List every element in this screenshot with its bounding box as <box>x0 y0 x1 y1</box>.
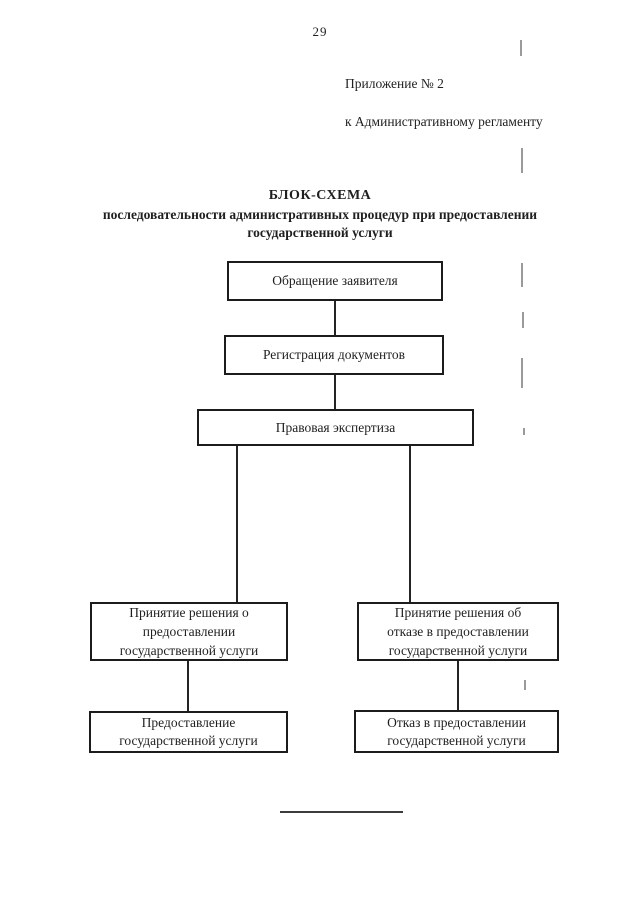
connector-expertise-to-decision-grant <box>236 446 238 602</box>
flow-node-legal-expertise: Правовая экспертиза <box>197 409 474 446</box>
flow-node-applicant-appeal: Обращение заявителя <box>227 261 443 301</box>
appendix-label: Приложение № 2 <box>345 76 444 91</box>
document-title: БЛОК-СХЕМА последовательности администра… <box>0 188 640 242</box>
connector-appeal-to-registration <box>334 301 336 335</box>
scan-artifact <box>522 312 524 328</box>
flow-node-label: Регистрация документов <box>262 347 406 362</box>
flow-node-label: Отказ в предоставлении государственной у… <box>387 714 526 748</box>
connector-registration-to-expertise <box>334 375 336 409</box>
scan-artifact <box>524 680 526 690</box>
flow-node-service-grant: Предоставление государственной услуги <box>89 711 288 753</box>
flow-node-decision-refuse: Принятие решения об отказе в предоставле… <box>357 602 559 661</box>
footnote-rule <box>280 811 403 813</box>
appendix-sublabel: к Административному регламенту <box>345 114 543 129</box>
flow-node-document-registration: Регистрация документов <box>224 335 444 375</box>
page-number: 29 <box>312 24 328 39</box>
flow-node-label: Правовая экспертиза <box>275 419 396 435</box>
title-heading: БЛОК-СХЕМА <box>268 188 372 203</box>
connector-expertise-to-decision-refuse <box>409 446 411 602</box>
title-subtitle: последовательности административных проц… <box>102 207 538 240</box>
scan-artifact <box>521 263 523 287</box>
flow-node-decision-grant: Принятие решения о предоставлении госуда… <box>90 602 288 661</box>
flow-node-service-refuse: Отказ в предоставлении государственной у… <box>354 710 559 753</box>
scan-artifact <box>523 428 525 435</box>
flow-node-label: Предоставление государственной услуги <box>119 715 258 748</box>
scan-artifact <box>521 358 523 388</box>
connector-decision-grant-to-service-grant <box>187 661 189 711</box>
connector-decision-refuse-to-service-refuse <box>457 661 459 710</box>
scan-artifact <box>521 148 523 173</box>
flow-node-label: Принятие решения о предоставлении госуда… <box>119 605 259 658</box>
flow-node-label: Обращение заявителя <box>272 273 398 288</box>
flow-node-label: Принятие решения об отказе в предоставле… <box>387 605 529 658</box>
scan-artifact <box>520 40 522 56</box>
